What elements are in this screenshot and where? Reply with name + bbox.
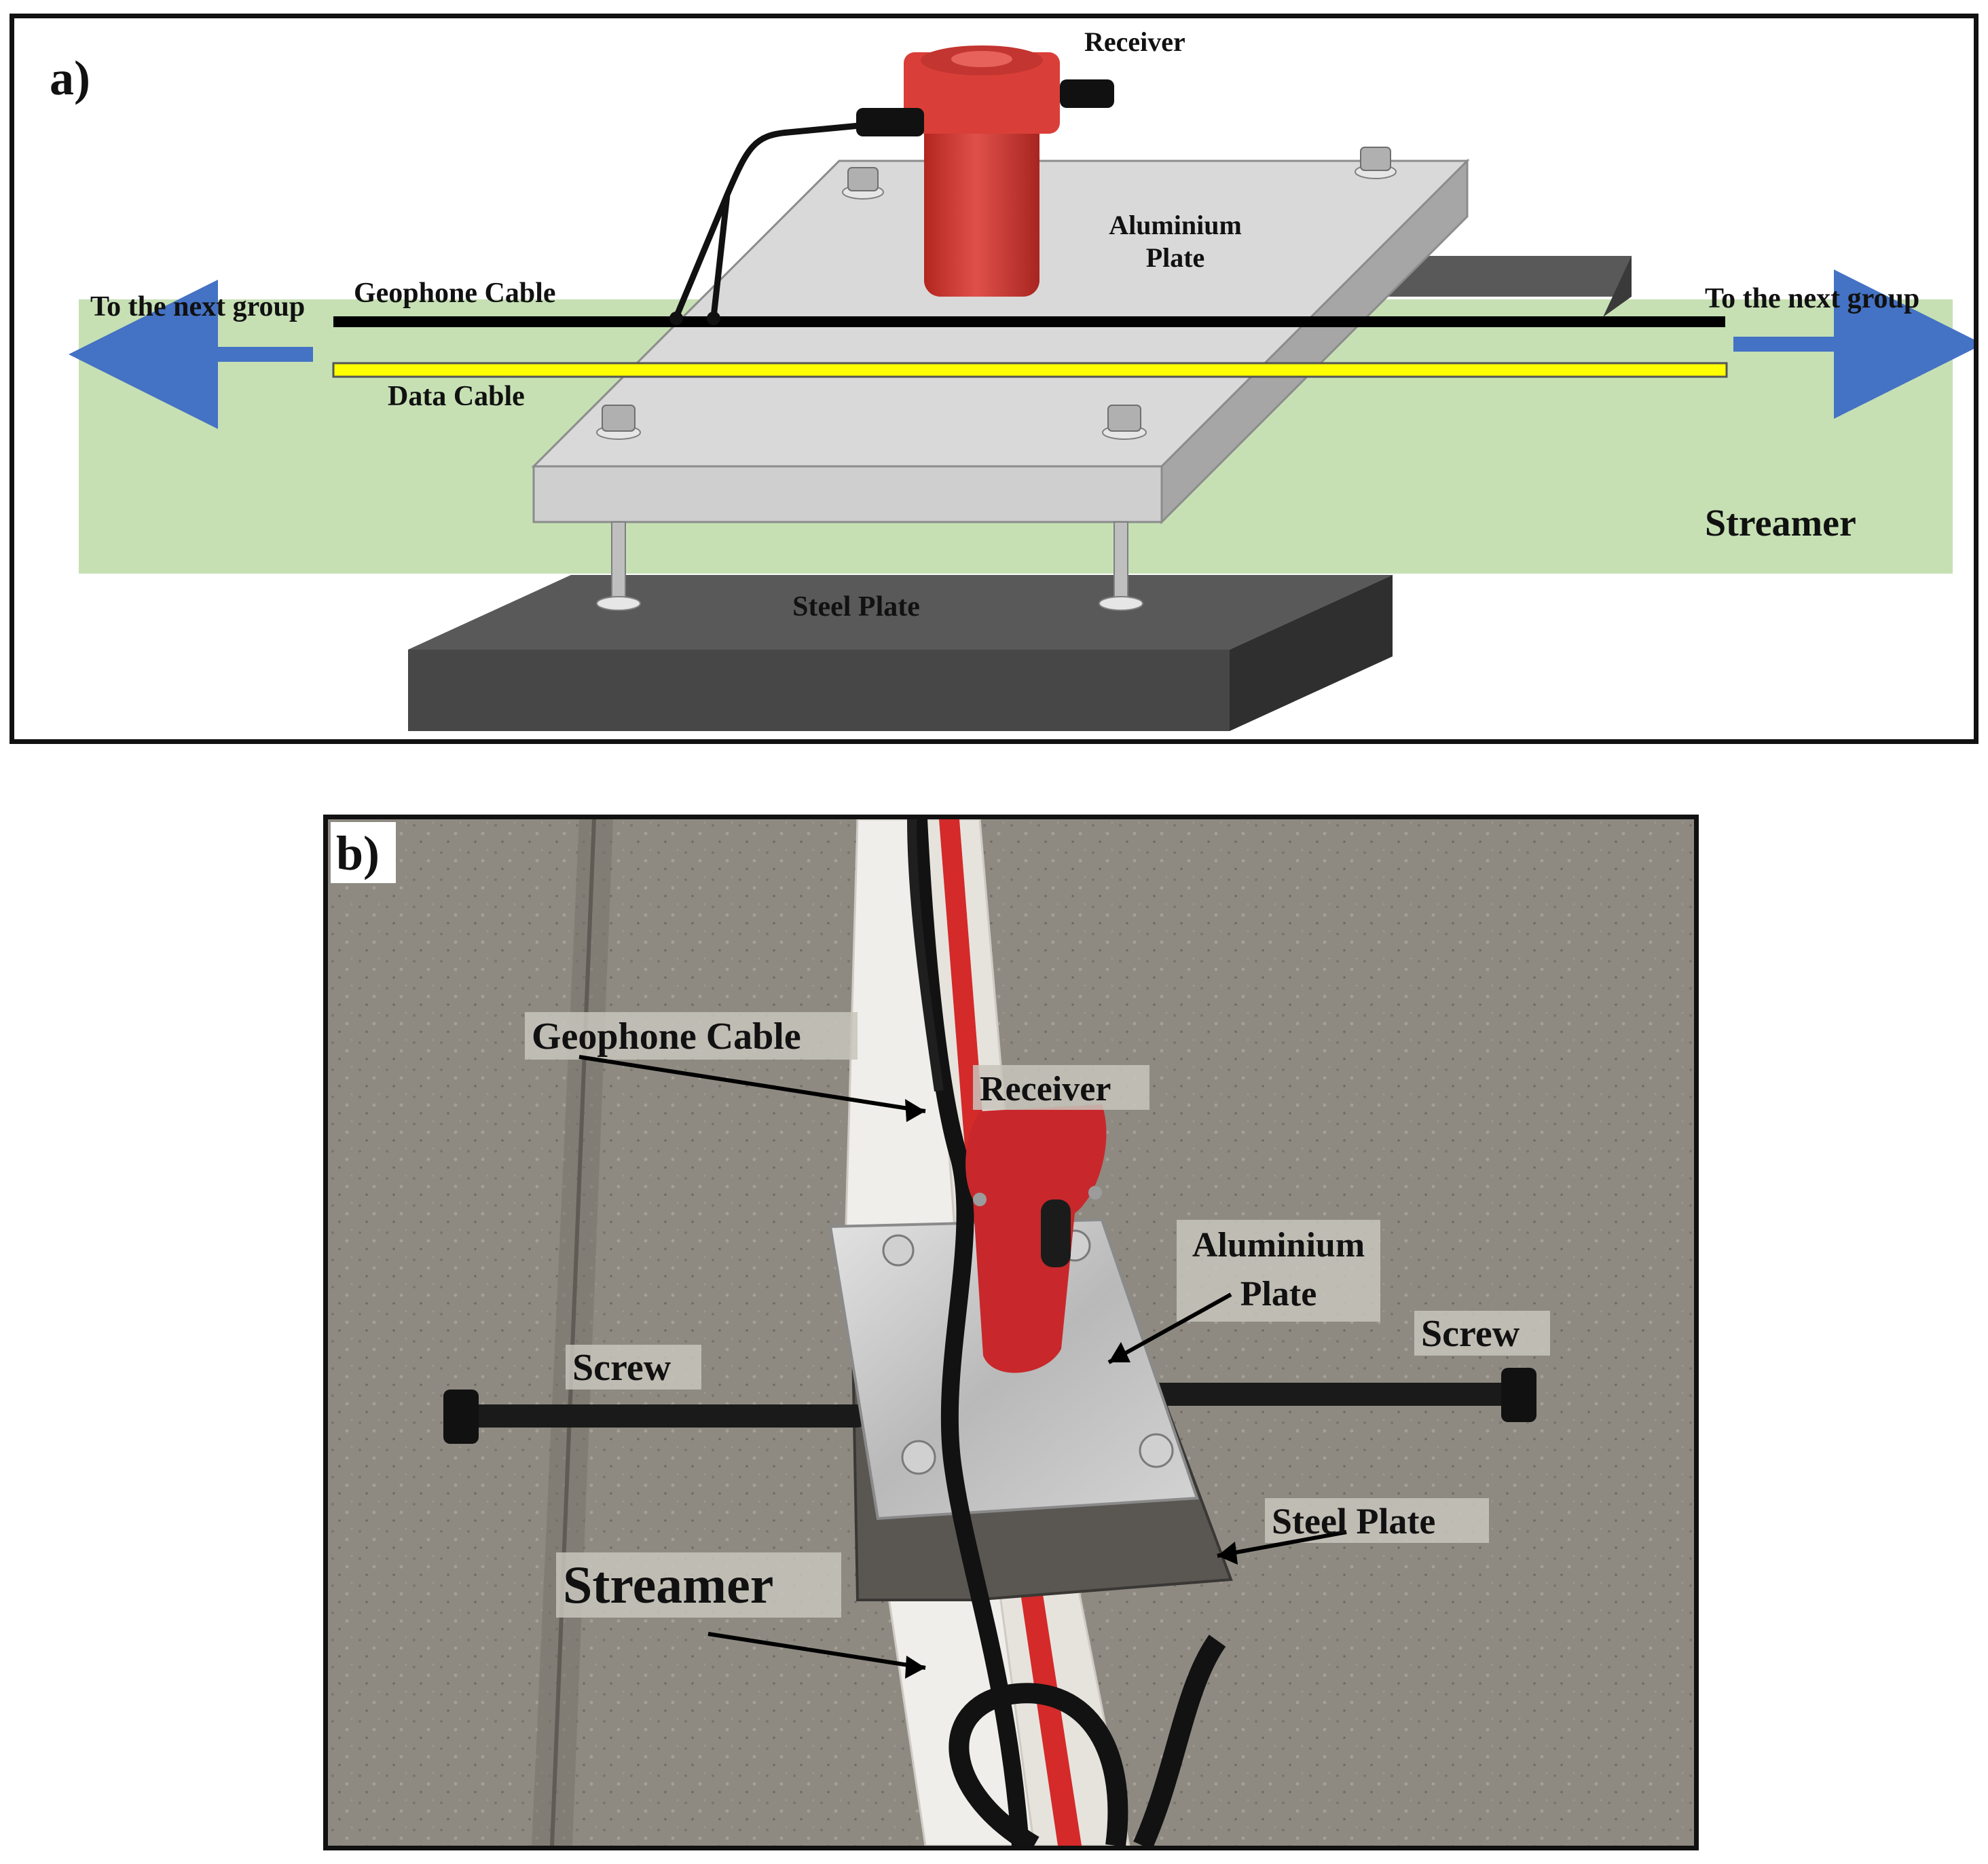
panel-b-tag-bg [331,822,396,883]
to-next-group-right-label: To the next group [1705,283,1919,314]
receiver-label: Receiver [980,1070,1111,1108]
leader-arrows [578,1055,1347,1679]
screw-right [1149,1368,1536,1422]
steel-plate-label-bg [1265,1498,1489,1543]
geophone-cable-label-bg [525,1012,858,1060]
receiver-label-bg [973,1065,1149,1110]
screw-left-label-bg [566,1345,701,1390]
receiver-wire [673,117,918,318]
data-cable-label: Data Cable [388,381,525,412]
receiver-label: Receiver [1084,26,1185,57]
aluminium-plate-label-1: Aluminium [1109,210,1242,240]
aluminium-plate-label-2: Plate [1240,1275,1317,1313]
bolt-4 [1139,1433,1174,1468]
screw-right-label: Screw [1421,1313,1520,1355]
panel-b-photo: b) Geophone Cable Receiver Aluminium Pla… [323,815,1699,1850]
panel-a-schematic: a) Receiver Aluminium Plate Geophone Cab… [10,14,1978,744]
screw-left-label: Screw [572,1347,671,1389]
geophone-cable-label: Geophone Cable [532,1015,801,1058]
steel-plate-label: Steel Plate [792,591,920,622]
screw-left [443,1390,864,1444]
streamer-label-bg [556,1552,841,1618]
black-cable [910,819,1029,1846]
receiver-geophone [965,1104,1107,1373]
bolt-heads [596,147,1397,440]
screw-right-label-bg [1414,1311,1550,1356]
screw-legs [596,521,1143,611]
aluminium-plate-label-2: Plate [1146,242,1205,273]
wire-clip-left [669,312,683,325]
bolt-1 [882,1234,915,1267]
geophone-cable-label: Geophone Cable [354,278,556,309]
side-cable [907,819,944,1092]
panel-b-tag: b) [336,826,380,880]
bolt-3 [901,1440,936,1475]
to-next-group-left-label: To the next group [90,291,305,322]
data-cable-line [332,362,1728,378]
photo-reconstruction: b) Geophone Cable Receiver Aluminium Pla… [328,819,1694,1846]
receiver-geophone [856,45,1114,297]
panel-a-tag: a) [50,51,90,105]
wire-clip-right [707,312,720,325]
streamer-label: Streamer [563,1555,773,1614]
schematic-drawing: a) Receiver Aluminium Plate Geophone Cab… [50,26,1974,731]
steel-plate [408,256,1632,731]
aluminium-plate [531,158,1470,525]
cable-loop [949,1635,1226,1846]
streamer-label: Streamer [1705,502,1856,544]
aluminium-plate-label-1: Aluminium [1192,1226,1365,1265]
steel-plate-label: Steel Plate [1272,1501,1435,1542]
